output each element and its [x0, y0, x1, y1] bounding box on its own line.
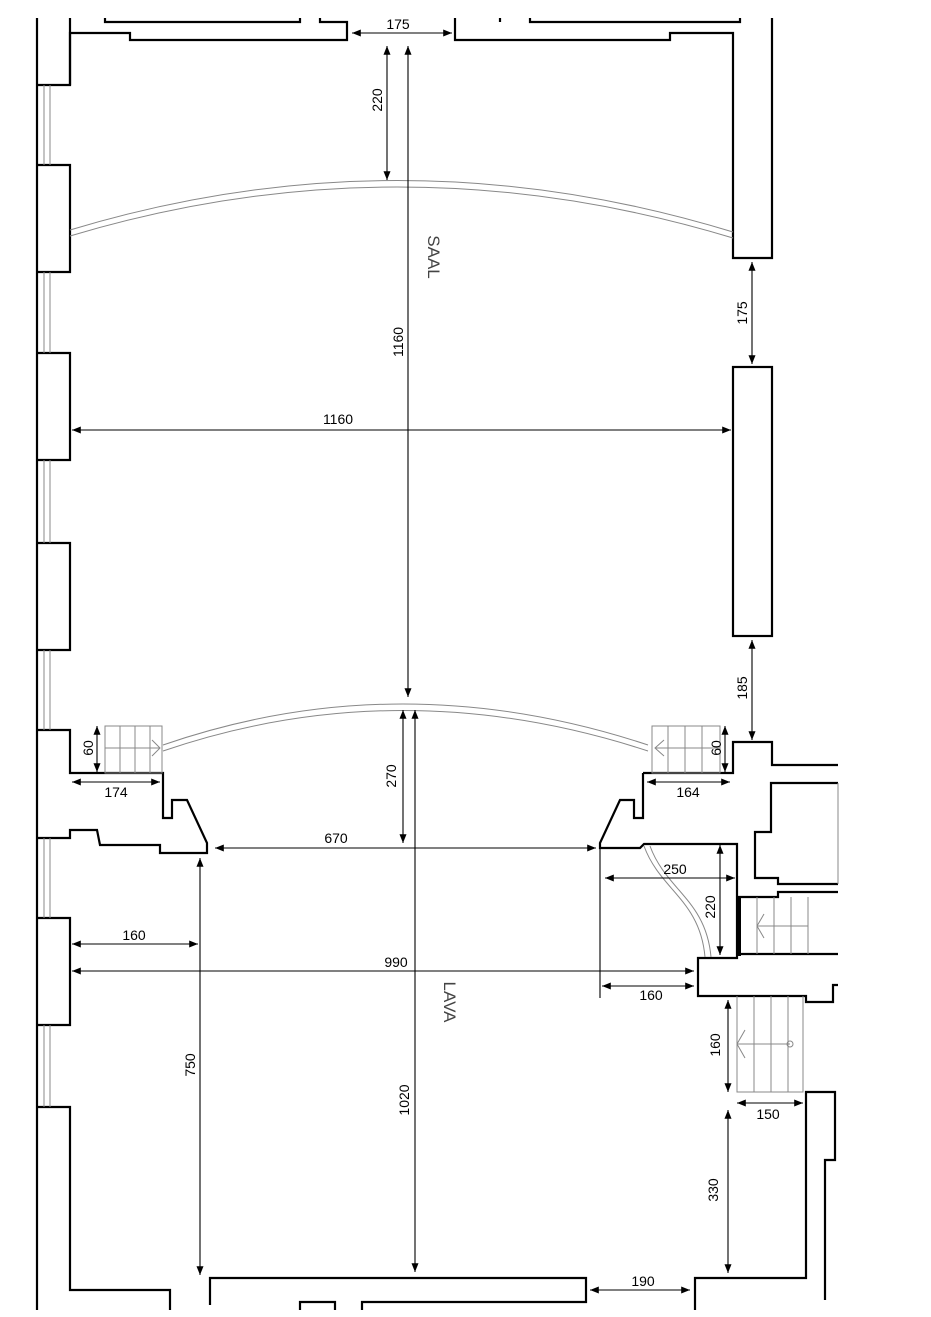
dim-right-stair-width: 164 — [676, 784, 700, 800]
arches — [69, 180, 734, 958]
dim-left-offset: 160 — [122, 927, 146, 943]
dim-door-offset: 160 — [639, 987, 663, 1003]
dim-right-opening-upper: 175 — [734, 301, 750, 325]
dim-top-opening: 175 — [386, 16, 410, 32]
dim-saal-length: 1160 — [390, 327, 406, 357]
stairs — [104, 725, 809, 1093]
room-label-saal: SAAL — [424, 235, 443, 278]
dim-stair-width: 150 — [756, 1106, 780, 1122]
dim-bottom-opening: 190 — [631, 1273, 655, 1289]
dim-lava-width: 990 — [384, 954, 408, 970]
dimension-lines — [72, 29, 803, 1294]
dim-corner-width: 250 — [663, 861, 687, 877]
dimension-labels: 175 220 1160 1160 175 185 60 60 174 164 … — [80, 16, 780, 1289]
dim-lava-length: 1020 — [396, 1084, 412, 1115]
walls — [35, 18, 839, 1310]
dim-left-depth: 750 — [182, 1053, 198, 1077]
dim-saal-arc-depth: 220 — [369, 88, 385, 112]
dim-right-stair-height: 60 — [708, 740, 724, 756]
dim-left-stair-width: 174 — [104, 784, 128, 800]
dim-left-stair-height: 60 — [80, 740, 96, 756]
room-label-lava: LAVA — [440, 982, 459, 1024]
dim-right-opening-lower: 185 — [734, 676, 750, 700]
dim-arch-depth: 270 — [383, 764, 399, 788]
dim-passage-width: 670 — [324, 830, 348, 846]
dim-saal-width: 1160 — [323, 411, 353, 427]
dim-stair-run: 160 — [707, 1033, 723, 1057]
dim-right-recess: 330 — [705, 1178, 721, 1202]
dim-corner-height: 220 — [702, 895, 718, 919]
